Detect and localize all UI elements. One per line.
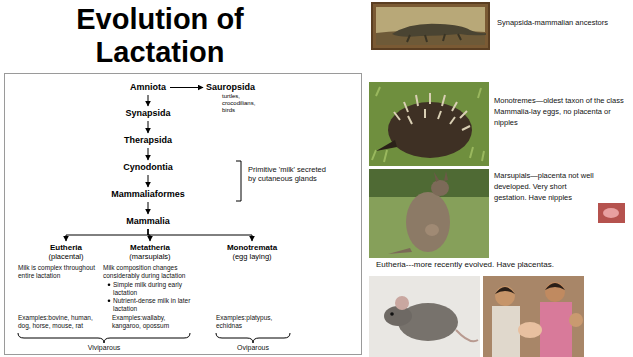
- bullet-text: Nutrient-dense milk in later lactation: [113, 297, 207, 312]
- clade-node: Therapsida: [121, 134, 176, 147]
- clade-note: (placental): [47, 252, 85, 261]
- clade-name: Cynodontia: [122, 162, 174, 173]
- painting-frame: [372, 3, 489, 49]
- wallaby-ears: [434, 171, 448, 182]
- mouse-head: [384, 306, 412, 326]
- mouse-photo: [369, 276, 480, 357]
- clade-node: Cynodontia: [120, 161, 176, 174]
- examples-text: Examples:wallaby, kangaroo, opossum: [112, 314, 194, 329]
- diagram-frame: [5, 74, 362, 355]
- milk-note: Milk is complex throughout entire lactat…: [18, 264, 104, 279]
- clade-column-head: Monotremata(egg laying): [224, 242, 281, 262]
- person-hair: [495, 287, 515, 294]
- person-clothes: [540, 302, 572, 357]
- clade-column-head: Eutheria(placental): [45, 242, 87, 262]
- examples-text: Examples:bovine, human, dog, horse, mous…: [18, 314, 104, 329]
- wallaby-photo: [369, 169, 489, 258]
- baby-figure: [518, 322, 542, 338]
- lineage-arrow: [148, 148, 149, 160]
- person-head: [545, 282, 565, 302]
- painting-sky: [376, 7, 485, 45]
- clade-column-head: Metatheria(marsupials): [126, 242, 174, 262]
- wallaby-body: [406, 192, 450, 252]
- joey-inset-photo: [598, 203, 625, 223]
- echidna-snout: [376, 140, 397, 151]
- clade-node: Sauropsidaturtles, crocodilians, birds: [204, 81, 270, 115]
- clade-note: (marsupials): [128, 252, 172, 261]
- synapsid-legs: [407, 34, 461, 42]
- clade-note: turtles, crocodilians, birds: [222, 93, 268, 114]
- clade-name: Metatheria: [128, 243, 172, 252]
- bullet-dot: [108, 283, 111, 286]
- clade-name: Eutheria: [47, 243, 85, 252]
- clade-name: Monotremata: [226, 243, 279, 252]
- examples-text: Examples:platypus, echidnas: [216, 314, 294, 329]
- bracket-note: Primitive 'milk' secreted by cutaneous g…: [248, 165, 334, 183]
- echidna-spines: [394, 93, 470, 130]
- clade-name: Amniota: [129, 82, 167, 93]
- group-label: Viviparous: [64, 344, 144, 352]
- joey-figure: [603, 208, 619, 218]
- group-label: Oviparous: [213, 344, 293, 352]
- wallaby-joey: [425, 224, 439, 236]
- mouse-ear: [395, 296, 409, 310]
- clade-node: Mammalia: [123, 215, 173, 228]
- grass: [372, 87, 484, 162]
- wallaby-head: [431, 180, 449, 196]
- lineage-arrow: [170, 87, 203, 88]
- slide-title: Evolution of Lactation: [30, 3, 290, 69]
- lineage-arrow: [148, 121, 149, 133]
- echidna-body: [388, 102, 472, 158]
- clade-node: Mammaliaformes: [108, 188, 188, 201]
- lineage-arrow: [148, 175, 149, 187]
- curly-brace: [18, 333, 190, 343]
- image-caption: Synapsida-mammalian ancestors: [497, 18, 629, 28]
- clade-name: Synapsida: [124, 108, 172, 119]
- image-caption: Eutheria---more recently evolved. Have p…: [376, 260, 630, 270]
- lineage-arrow: [148, 229, 252, 241]
- image-caption: Monotremes—oldest taxon of the class Mam…: [494, 95, 628, 128]
- curly-brace: [216, 333, 290, 343]
- clade-name: Mammalia: [125, 216, 171, 227]
- image-caption: Marsupials—placenta not well developed. …: [494, 170, 595, 203]
- mouse-eye: [390, 312, 394, 316]
- lineage-arrow: [148, 95, 149, 106]
- milk-note: Milk composition changes considerably du…: [103, 264, 207, 279]
- clade-note: (egg laying): [226, 252, 279, 261]
- clade-name: Therapsida: [123, 135, 174, 146]
- synapsid-figure: [392, 24, 486, 37]
- person-hair: [545, 283, 565, 290]
- clade-node: Synapsida: [122, 107, 174, 120]
- wallaby-tail: [388, 248, 412, 254]
- person-clothes: [492, 306, 520, 357]
- mouse-tail: [456, 330, 478, 341]
- person-head: [569, 313, 583, 327]
- clade-node: Amniota: [127, 81, 169, 94]
- clade-name: Mammaliaformes: [110, 189, 186, 200]
- lineage-arrow: [66, 229, 148, 241]
- people-photo: [483, 276, 584, 357]
- bullet-text: Simple milk during early lactation: [113, 281, 207, 296]
- clade-name: Sauropsida: [206, 82, 268, 93]
- bracket: [236, 161, 241, 201]
- person-head: [495, 286, 515, 306]
- echidna-photo: [369, 82, 489, 166]
- lineage-arrow: [148, 202, 149, 214]
- bullet-dot: [108, 299, 111, 302]
